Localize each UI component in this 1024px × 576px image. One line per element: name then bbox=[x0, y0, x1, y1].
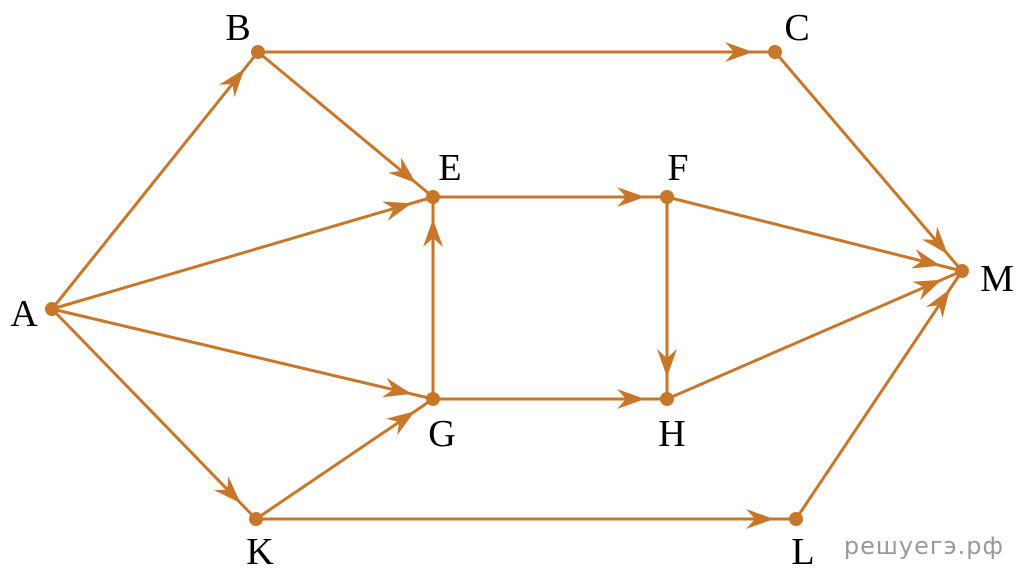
edge-G-E bbox=[423, 197, 443, 399]
edge-A-E bbox=[51, 195, 434, 311]
arrowhead bbox=[388, 157, 417, 183]
edge-line bbox=[51, 195, 434, 311]
node-label-H: H bbox=[658, 413, 685, 455]
edges-layer bbox=[50, 42, 964, 529]
edge-line bbox=[794, 270, 964, 520]
edge-K-G bbox=[255, 397, 434, 521]
arrowhead bbox=[746, 509, 774, 529]
edge-line bbox=[773, 51, 964, 272]
edge-A-B bbox=[50, 51, 260, 310]
arrowhead bbox=[657, 349, 677, 377]
node-label-A: A bbox=[10, 293, 38, 335]
nodes-layer bbox=[45, 45, 969, 526]
node-H bbox=[660, 392, 674, 406]
edge-A-K bbox=[50, 307, 258, 521]
arrowhead bbox=[911, 249, 941, 269]
node-B bbox=[251, 45, 265, 59]
arrowhead bbox=[912, 279, 942, 301]
node-label-M: M bbox=[980, 258, 1014, 300]
arrowhead bbox=[382, 377, 412, 398]
node-label-L: L bbox=[791, 531, 814, 573]
node-label-B: B bbox=[225, 7, 250, 49]
edge-line bbox=[666, 269, 963, 401]
arrowhead bbox=[218, 69, 245, 98]
node-M bbox=[955, 264, 969, 278]
edge-L-M bbox=[794, 270, 964, 520]
arrowhead bbox=[423, 219, 443, 247]
edge-F-H bbox=[657, 197, 677, 399]
edge-A-G bbox=[51, 307, 434, 401]
node-G bbox=[426, 392, 440, 406]
arrowhead bbox=[382, 201, 412, 221]
edge-G-H bbox=[433, 389, 667, 409]
edge-K-L bbox=[256, 509, 796, 529]
edge-line bbox=[51, 307, 434, 401]
arrowhead bbox=[925, 289, 950, 319]
arrowhead bbox=[921, 226, 948, 255]
node-label-F: F bbox=[667, 147, 688, 189]
node-E bbox=[426, 190, 440, 204]
edge-line bbox=[50, 51, 260, 310]
node-label-C: C bbox=[784, 7, 809, 49]
node-A bbox=[45, 302, 59, 316]
edge-E-F bbox=[433, 187, 667, 207]
arrowhead bbox=[214, 476, 241, 504]
edge-H-M bbox=[666, 269, 963, 401]
edge-B-E bbox=[257, 50, 434, 199]
labels-layer: A B C E F G H K L M bbox=[10, 7, 1014, 573]
node-L bbox=[789, 512, 803, 526]
node-label-K: K bbox=[246, 531, 274, 573]
node-label-G: G bbox=[428, 413, 455, 455]
node-K bbox=[249, 512, 263, 526]
node-label-E: E bbox=[438, 147, 461, 189]
watermark-text: решуегэ.рф bbox=[844, 532, 1004, 560]
node-C bbox=[768, 45, 782, 59]
edge-line bbox=[50, 307, 258, 521]
arrowhead bbox=[617, 389, 645, 409]
arrowhead bbox=[617, 187, 645, 207]
arrowhead bbox=[725, 42, 753, 62]
arrowhead bbox=[386, 411, 415, 436]
edge-F-M bbox=[666, 195, 963, 273]
edge-C-M bbox=[773, 51, 964, 272]
edge-B-C bbox=[258, 42, 775, 62]
edge-line bbox=[666, 195, 963, 273]
node-F bbox=[660, 190, 674, 204]
